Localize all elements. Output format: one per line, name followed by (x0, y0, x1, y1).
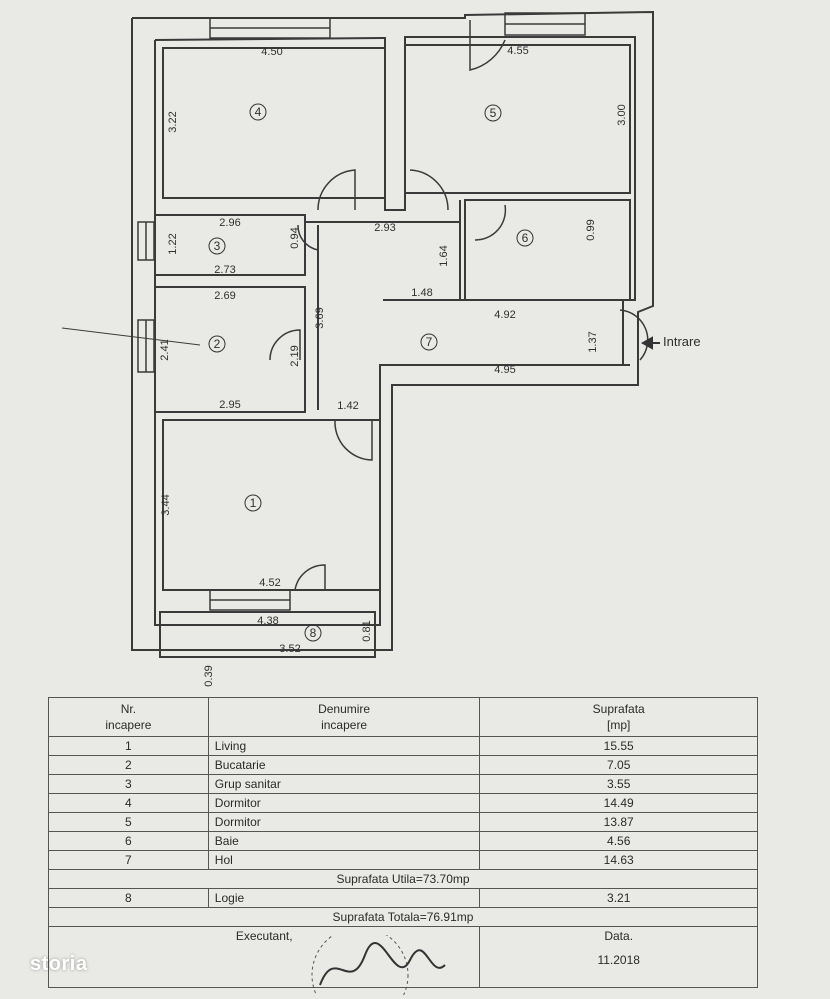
dim-2-top: 2.69 (214, 290, 235, 302)
table-row: 6 Baie 4.56 (48, 831, 758, 851)
storia-logo: storia (30, 953, 88, 975)
entrance-label: Intrare (663, 334, 701, 349)
doors (269, 20, 649, 591)
room-number-5: 5 (490, 106, 497, 120)
room-number-7: 7 (426, 335, 433, 349)
leader-line (61, 327, 201, 346)
row-area: 3.55 (479, 774, 758, 794)
row-area: 7.05 (479, 755, 758, 775)
table-row: 5 Dormitor 13.87 (48, 812, 758, 832)
windows (137, 12, 586, 611)
table-row: 3 Grup sanitar 3.55 (48, 774, 758, 794)
dim-6-height: 0.99 (585, 219, 597, 240)
row-nr: 5 (48, 812, 209, 832)
entrance-marker: Intrare (640, 334, 701, 350)
dim-5-width: 4.55 (507, 45, 528, 57)
dim-4-width: 4.50 (261, 46, 282, 58)
dim-4-height: 3.22 (167, 111, 179, 132)
dim-7-top: 4.92 (494, 309, 515, 321)
room-number-4: 4 (255, 105, 262, 119)
row-nr: 6 (48, 831, 209, 851)
row-name: Grup sanitar (207, 774, 481, 794)
row-name: Dormitor (207, 793, 481, 813)
row-name: Hol (207, 850, 481, 870)
table-row: 7 Hol 14.63 (48, 850, 758, 870)
date-label: Data. (604, 929, 634, 943)
dim-3-bottom: 2.73 (214, 264, 235, 276)
date-cell: Data. 11.2018 (479, 926, 758, 988)
date-value: 11.2018 (597, 953, 640, 967)
dim-3-door: 0.94 (289, 227, 301, 248)
outer-walls (131, 10, 654, 651)
room-number-1: 1 (250, 496, 257, 510)
row-nr: 7 (48, 850, 209, 870)
grand-total-row: Suprafata Totala=76.91mp (48, 907, 758, 927)
row-nr: 1 (48, 736, 209, 756)
row-nr: 4 (48, 793, 209, 813)
dim-7-bottom: 4.95 (494, 364, 515, 376)
dim-1-height: 3.44 (160, 494, 172, 515)
dim-8-height: 0.81 (361, 620, 373, 641)
room-numbers: 4 5 3 6 2 7 1 8 (208, 103, 534, 642)
row-nr: 8 (48, 888, 209, 908)
table-row: 8 Logie 3.21 (48, 888, 758, 908)
room-number-2: 2 (214, 337, 221, 351)
dim-7-height: 1.37 (587, 331, 599, 352)
dim-hall-top: 2.93 (374, 222, 395, 234)
row-area: 14.63 (479, 850, 758, 870)
dim-5-height: 3.00 (616, 104, 628, 125)
dim-2-height: 2.41 (159, 339, 171, 360)
room-number-8: 8 (310, 626, 317, 640)
row-nr: 3 (48, 774, 209, 794)
row-area: 3.21 (479, 888, 758, 908)
signature-stamp (311, 935, 446, 995)
table-row: 2 Bucatarie 7.05 (48, 755, 758, 775)
row-name: Living (207, 736, 481, 756)
useful-total-row: Suprafata Utila=73.70mp (48, 869, 758, 889)
row-area: 13.87 (479, 812, 758, 832)
row-name: Dormitor (207, 812, 481, 832)
dim-7-step: 1.42 (337, 400, 358, 412)
table-row: 4 Dormitor 14.49 (48, 793, 758, 813)
header-area: Suprafata [mp] (479, 697, 758, 737)
row-area: 4.56 (479, 831, 758, 851)
row-nr: 2 (48, 755, 209, 775)
grand-total: Suprafata Totala=76.91mp (48, 907, 758, 927)
dim-1-width: 4.52 (259, 577, 280, 589)
dim-8-side: 0.39 (203, 665, 215, 686)
row-area: 14.49 (479, 793, 758, 813)
dim-3-height: 1.22 (167, 233, 179, 254)
dim-8-bottom: 3.52 (279, 643, 300, 655)
interior-walls (154, 44, 631, 658)
row-name: Baie (207, 831, 481, 851)
dimension-labels: 4.50 3.22 4.55 3.00 2.96 2.73 1.22 0.94 … (159, 45, 628, 687)
header-name: Denumire incapere (207, 697, 481, 737)
room-number-3: 3 (214, 239, 221, 253)
dim-hall-small: 1.48 (411, 287, 432, 299)
dim-3-top: 2.96 (219, 217, 240, 229)
table-row: 1 Living 15.55 (48, 736, 758, 756)
dim-hall-left: 3.69 (314, 307, 326, 328)
entrance-arrow-icon (640, 336, 660, 350)
dim-hall-vertical: 1.64 (438, 245, 450, 266)
row-area: 15.55 (479, 736, 758, 756)
room-number-6: 6 (522, 231, 529, 245)
dim-2-bottom: 2.95 (219, 399, 240, 411)
row-name: Logie (207, 888, 481, 908)
header-nr: Nr. incapere (48, 697, 209, 737)
row-name: Bucatarie (207, 755, 481, 775)
table-header: Nr. incapere Denumire incapere Suprafata… (48, 697, 758, 737)
dim-8-top: 4.38 (257, 615, 278, 627)
useful-total: Suprafata Utila=73.70mp (48, 869, 758, 889)
dim-2-door: 2.19 (289, 345, 301, 366)
floor-plan: 4 5 3 6 2 7 1 8 4.50 3.22 4.55 3.00 2.96… (61, 10, 701, 687)
